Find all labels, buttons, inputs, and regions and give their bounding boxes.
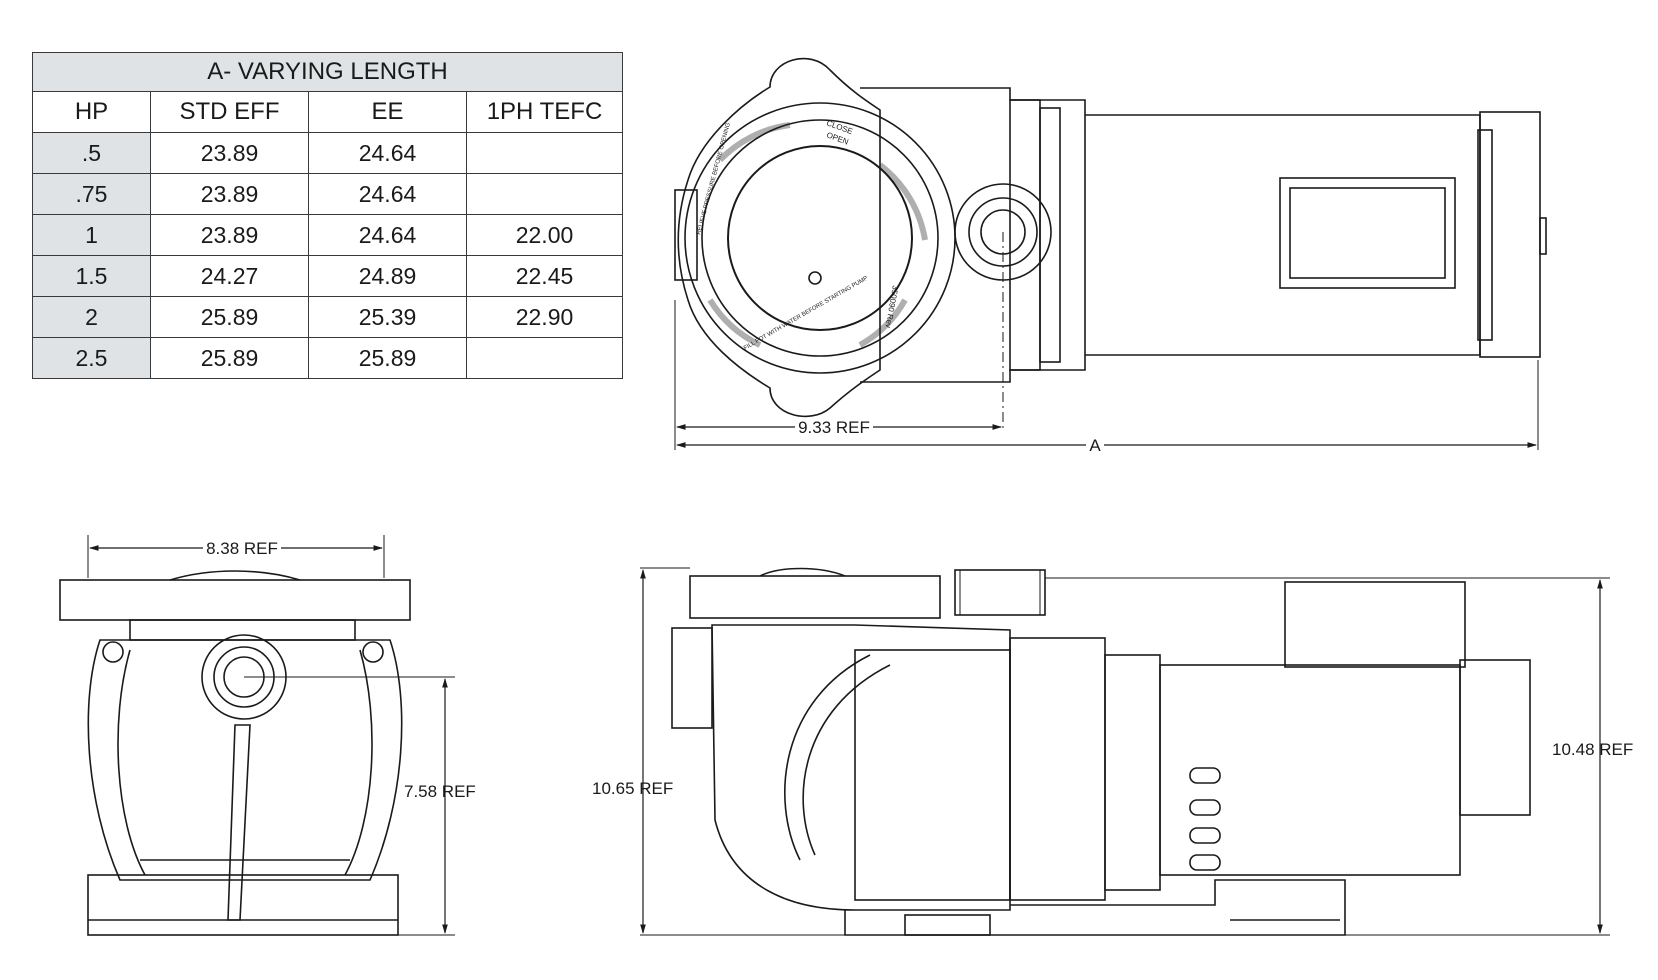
dim-label-10-48: 10.48 REF [1552, 740, 1633, 759]
hp-cell: 1.5 [32, 255, 151, 297]
length-spec-table: A- VARYING LENGTH HP STD EFF EE 1PH TEFC… [32, 52, 623, 379]
front-base [87, 874, 399, 936]
std-eff-cell: 25.89 [150, 337, 309, 379]
table-title: A- VARYING LENGTH [32, 52, 623, 92]
tefc-cell: 22.45 [466, 255, 623, 297]
lid-opening [727, 145, 913, 331]
table-row: 2.5 25.89 25.89 [32, 337, 623, 379]
hp-cell: 2 [32, 296, 151, 338]
dim-label-8-38: 8.38 REF [206, 539, 278, 558]
std-eff-cell: 25.89 [150, 296, 309, 338]
side-motor-endcap [1459, 659, 1531, 816]
side-inlet-thread [671, 627, 713, 729]
header-ee: EE [308, 91, 467, 133]
tefc-cell: 22.00 [466, 214, 623, 256]
front-pump-body [87, 639, 403, 881]
hp-cell: 2.5 [32, 337, 151, 379]
front-lid-flange [59, 579, 411, 621]
top-view [674, 57, 1547, 450]
side-discharge-thread [954, 569, 1046, 616]
front-view [59, 535, 455, 936]
tefc-cell: 22.90 [466, 296, 623, 338]
ee-cell: 25.89 [308, 337, 467, 379]
hp-cell: 1 [32, 214, 151, 256]
top-terminal-box [1279, 177, 1456, 289]
lid-relieve-label: RELIEVE PRESSURE BEFORE OPENING [696, 122, 732, 236]
table-row: 1 23.89 24.64 22.00 [32, 214, 623, 256]
side-strainer-housing [711, 624, 1011, 911]
ee-cell: 24.89 [308, 255, 467, 297]
dim-label-10-65: 10.65 REF [592, 779, 673, 798]
header-std-eff: STD EFF [150, 91, 309, 133]
top-motor-endcap [1479, 111, 1541, 358]
ee-cell: 24.64 [308, 214, 467, 256]
std-eff-cell: 24.27 [150, 255, 309, 297]
table-row: .75 23.89 24.64 [32, 173, 623, 215]
dim-label-9-33: 9.33 REF [798, 418, 870, 437]
std-eff-cell: 23.89 [150, 214, 309, 256]
side-base [844, 879, 1346, 936]
lid-ring-middle [701, 119, 939, 357]
lid-center-dot [808, 271, 822, 285]
side-seal-plate [1009, 637, 1106, 901]
top-inlet-thread [674, 189, 698, 281]
top-motor-body [1085, 114, 1481, 356]
side-terminal-box [1284, 581, 1466, 668]
dim-label-a: A [1089, 436, 1101, 455]
hp-cell: .5 [32, 132, 151, 174]
tefc-cell [466, 337, 623, 379]
std-eff-cell: 23.89 [150, 173, 309, 215]
hp-cell: .75 [32, 173, 151, 215]
dim-label-7-58: 7.58 REF [404, 782, 476, 801]
header-1ph-tefc: 1PH TEFC [466, 91, 623, 133]
table-row: .5 23.89 24.64 [32, 132, 623, 174]
table-row: 1.5 24.27 24.89 22.45 [32, 255, 623, 297]
top-pump-housing [860, 87, 1086, 383]
side-view [640, 567, 1610, 936]
ee-cell: 24.64 [308, 132, 467, 174]
lid-fill-label: FILL POT WITH WATER BEFORE STARTING PUMP [743, 275, 869, 351]
ee-cell: 24.64 [308, 173, 467, 215]
side-lid [689, 575, 941, 619]
lid-outline [677, 57, 881, 418]
